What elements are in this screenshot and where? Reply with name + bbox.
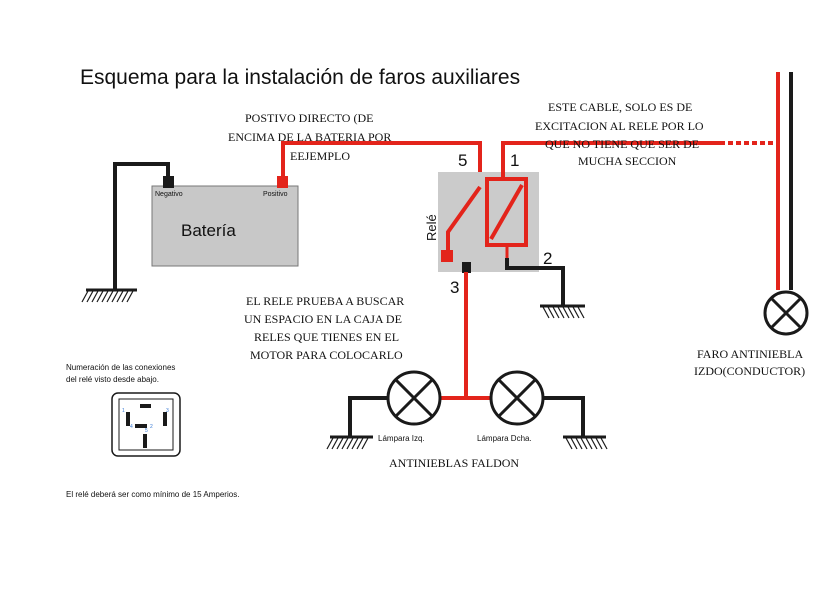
battery-negative-terminal <box>163 176 174 188</box>
note-relay-rating: El relé deberá ser como mínimo de 15 Amp… <box>66 490 239 499</box>
relay: Relé 5 1 2 3 <box>424 151 552 297</box>
diagram-title: Esquema para la instalación de faros aux… <box>80 66 520 89</box>
note-relay-tip: EL RELE PRUEBA A BUSCAR UN ESPACIO EN LA… <box>244 294 404 362</box>
relay-switch-contact <box>446 185 482 255</box>
svg-text:EEJEMPLO: EEJEMPLO <box>290 149 350 163</box>
relay-pin2-label: 2 <box>543 249 552 268</box>
right-lamp-ground-wire <box>543 396 585 437</box>
right-lamp-ground-icon <box>563 435 608 450</box>
svg-text:QUE NO TIENE QUE SER DE: QUE NO TIENE QUE SER DE <box>545 137 699 151</box>
relay-label: Relé <box>424 214 439 241</box>
relay-output-pin <box>441 250 453 262</box>
svg-text:ENCIMA DE LA BATERIA POR: ENCIMA DE LA BATERIA POR <box>228 130 391 144</box>
battery-label: Batería <box>181 221 236 240</box>
relay-pinout-icon: 1 3 4 2 5 <box>111 392 181 457</box>
relay-ground-wire <box>505 258 565 306</box>
svg-text:Numeración de las conexiones: Numeración de las conexiones <box>66 363 175 372</box>
left-lamp: Lámpara Izq. <box>378 370 442 443</box>
relay-pin3-label: 3 <box>450 278 459 297</box>
fog-lamp-label-line1: FARO ANTINIEBLA <box>697 347 803 361</box>
relay-ground-icon <box>540 304 585 319</box>
svg-text:UN ESPACIO EN LA CAJA DE: UN ESPACIO EN LA CAJA DE <box>244 312 402 326</box>
fog-lamp <box>763 290 809 336</box>
battery-negative-label: Negativo <box>155 191 183 198</box>
svg-text:3: 3 <box>166 408 169 414</box>
svg-text:5: 5 <box>145 428 148 434</box>
svg-text:ESTE CABLE, SOLO ES DE: ESTE CABLE, SOLO ES DE <box>548 100 692 114</box>
battery-positive-terminal <box>277 176 288 188</box>
svg-text:RELES QUE TIENES EN EL: RELES QUE TIENES EN EL <box>254 330 399 344</box>
relay-pin5-label: 5 <box>458 151 467 170</box>
note-direct-positive: POSTIVO DIRECTO (DE ENCIMA DE LA BATERIA… <box>228 111 391 163</box>
relay-pin3-connector <box>462 262 471 273</box>
right-lamp-label: Lámpara Dcha. <box>477 434 532 443</box>
svg-text:MUCHA SECCION: MUCHA SECCION <box>578 154 677 168</box>
relay-pin1-label: 1 <box>510 151 519 170</box>
positive-supply-wire <box>281 141 482 187</box>
svg-text:EL RELE PRUEBA A BUSCAR: EL RELE PRUEBA A BUSCAR <box>246 294 404 308</box>
battery-ground-wire <box>113 162 170 290</box>
note-excitation-cable: ESTE CABLE, SOLO ES DE EXCITACION AL REL… <box>535 100 704 168</box>
svg-text:del relé visto desde abajo.: del relé visto desde abajo. <box>66 375 159 384</box>
left-lamp-label: Lámpara Izq. <box>378 434 425 443</box>
svg-text:MOTOR PARA COLOCARLO: MOTOR PARA COLOCARLO <box>250 348 403 362</box>
left-lamp-ground-wire <box>348 396 388 437</box>
note-pin-numbering: Numeración de las conexiones del relé vi… <box>66 363 175 384</box>
svg-text:POSTIVO DIRECTO (DE: POSTIVO DIRECTO (DE <box>245 111 373 125</box>
battery-positive-label: Positivo <box>263 191 288 198</box>
svg-text:EXCITACION AL RELE POR LO: EXCITACION AL RELE POR LO <box>535 119 704 133</box>
fog-lamp-label-line2: IZDO(CONDUCTOR) <box>694 364 805 378</box>
battery-body <box>151 185 299 267</box>
left-lamp-ground-icon <box>326 435 373 450</box>
excitation-wire <box>501 141 520 179</box>
svg-text:2: 2 <box>150 424 153 430</box>
svg-text:1: 1 <box>122 408 125 414</box>
relay-coil-diagonal <box>489 184 524 240</box>
right-lamp: Lámpara Dcha. <box>477 370 545 443</box>
battery-ground-icon <box>81 288 137 303</box>
fog-lamps-group-label: ANTINIEBLAS FALDON <box>389 456 519 470</box>
battery: Negativo Positivo Batería <box>151 176 299 267</box>
svg-text:4: 4 <box>130 424 133 430</box>
